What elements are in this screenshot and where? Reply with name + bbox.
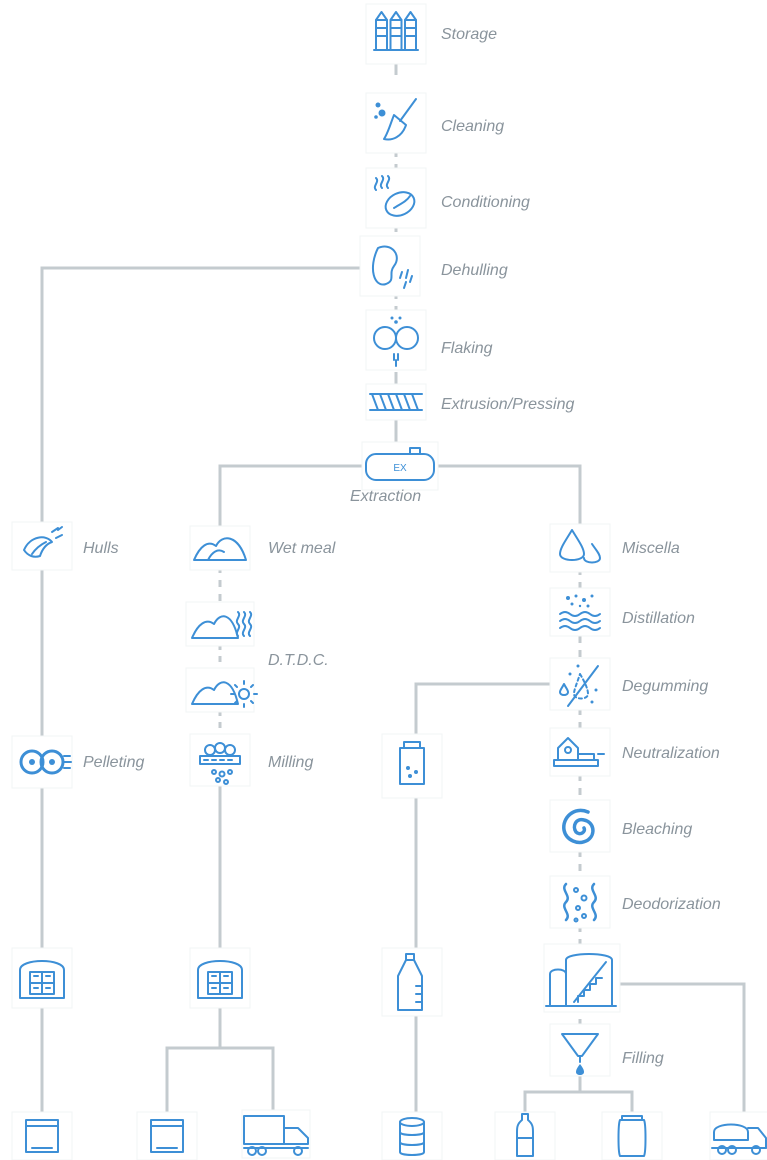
label-extrusion-pressing: Extrusion/Pressing <box>441 396 575 413</box>
hulls-icon <box>11 521 73 571</box>
pellet-die-icon <box>11 735 73 789</box>
connector <box>165 1046 275 1132</box>
swirl-icon <box>549 799 611 853</box>
label-degumming: Degumming <box>622 678 709 695</box>
bean-air-icon <box>359 235 421 297</box>
broom-icon <box>365 92 427 154</box>
screw-press-icon <box>365 383 427 421</box>
meal-sun-icon <box>185 667 258 713</box>
connector <box>414 682 552 736</box>
label-cleaning: Cleaning <box>441 118 505 135</box>
rollers-icon <box>365 309 427 371</box>
label-extraction: Extraction <box>350 488 422 505</box>
steam-bean-icon <box>365 167 427 229</box>
drops-icon <box>549 523 611 573</box>
label-storage: Storage <box>441 26 498 43</box>
neutralizer-icon <box>549 727 611 777</box>
label-neutralization: Neutralization <box>622 745 720 762</box>
connector <box>218 464 364 530</box>
extraction-badge: EX <box>393 463 407 474</box>
degumming-icon <box>549 657 611 711</box>
mill-icon <box>189 733 251 787</box>
label-milling: Milling <box>268 754 314 771</box>
label-bleaching: Bleaching <box>622 821 693 838</box>
bag-icon <box>136 1111 198 1160</box>
jar-icon <box>601 1111 663 1160</box>
meal-pile-icon <box>189 525 251 571</box>
connector <box>612 982 746 1132</box>
label-dtdc: D.T.D.C. <box>268 652 329 669</box>
bag-icon <box>11 1111 73 1160</box>
drum-icon <box>381 1111 443 1160</box>
label-distillation: Distillation <box>622 610 695 627</box>
warehouse-icon <box>189 947 251 1009</box>
oil-tanks-icon <box>543 943 621 1013</box>
lecithin-vial-icon <box>381 733 443 799</box>
truck-icon <box>241 1109 311 1159</box>
label-deodorization: Deodorization <box>622 896 721 913</box>
distillation-icon <box>549 587 611 637</box>
label-dehulling: Dehulling <box>441 262 508 279</box>
label-flaking: Flaking <box>441 340 493 357</box>
label-conditioning: Conditioning <box>441 194 530 211</box>
tanker-truck-icon <box>709 1111 767 1160</box>
warehouse-icon <box>11 947 73 1009</box>
funnel-icon <box>549 1023 611 1077</box>
deodorizer-icon <box>549 875 611 929</box>
connector <box>40 266 365 530</box>
label-filling: Filling <box>622 1050 664 1067</box>
bottle-icon <box>494 1111 556 1160</box>
label-miscella: Miscella <box>622 540 680 557</box>
extractor-tank-icon: EX <box>361 441 439 491</box>
label-hulls: Hulls <box>83 540 119 557</box>
lecithin-container-icon <box>381 947 443 1017</box>
silo-icon <box>365 3 427 65</box>
label-wet-meal: Wet meal <box>268 540 336 557</box>
meal-steam-icon <box>185 601 255 647</box>
label-pelleting: Pelleting <box>83 754 145 771</box>
connector <box>436 464 582 530</box>
